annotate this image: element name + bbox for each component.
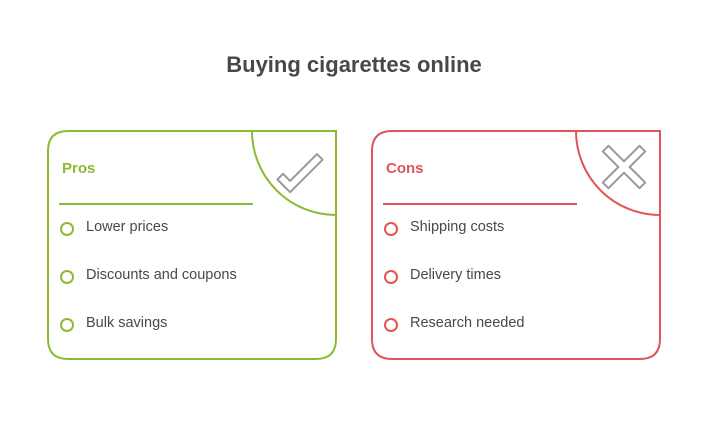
cons-item: Delivery times	[410, 267, 502, 283]
pros-card	[47, 130, 337, 360]
pros-item: Lower prices	[86, 219, 169, 235]
pros-label: Pros	[62, 160, 96, 177]
bullet-icon	[60, 318, 74, 332]
x-icon	[601, 144, 647, 190]
pros-item: Bulk savings	[86, 315, 168, 331]
cons-label: Cons	[386, 160, 424, 177]
pros-item: Discounts and coupons	[86, 267, 237, 283]
page-title: Buying cigarettes online	[226, 52, 482, 77]
bullet-icon	[384, 318, 398, 332]
cons-card	[371, 130, 661, 360]
bullet-icon	[60, 270, 74, 284]
check-icon	[276, 153, 324, 194]
cons-item: Shipping costs	[410, 219, 505, 235]
bullet-icon	[384, 222, 398, 236]
bullet-icon	[384, 270, 398, 284]
bullet-icon	[60, 222, 74, 236]
cons-item: Research needed	[410, 315, 525, 331]
